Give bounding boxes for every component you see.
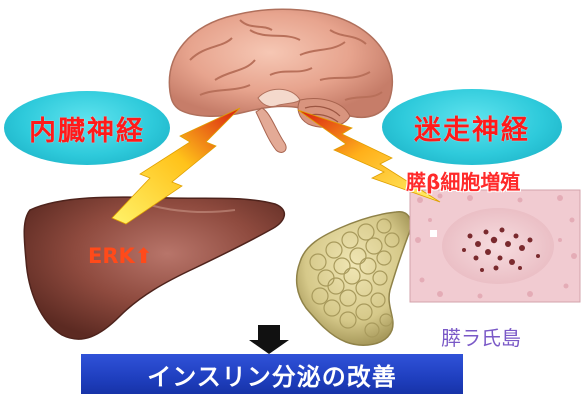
visceral-nerve-label: 内臓神経 (4, 91, 170, 165)
liver-illustration (24, 197, 284, 339)
islet-micrograph (410, 190, 580, 302)
down-arrow-icon (249, 325, 289, 354)
pancreas-illustration (297, 212, 411, 345)
erk-label: ERK⬆ (88, 244, 152, 268)
outcome-banner: インスリン分泌の改善 (81, 354, 463, 394)
pancreatic-islet-label: 膵ラ氏島 (441, 322, 521, 351)
visceral-nerve-text: 内臓神経 (29, 109, 145, 148)
beta-cell-proliferation-label: 膵β細胞増殖 (406, 166, 582, 195)
vagus-nerve-label: 迷走神経 (382, 89, 562, 165)
outcome-text: インスリン分泌の改善 (147, 357, 397, 392)
vagus-nerve-text: 迷走神経 (414, 108, 530, 147)
